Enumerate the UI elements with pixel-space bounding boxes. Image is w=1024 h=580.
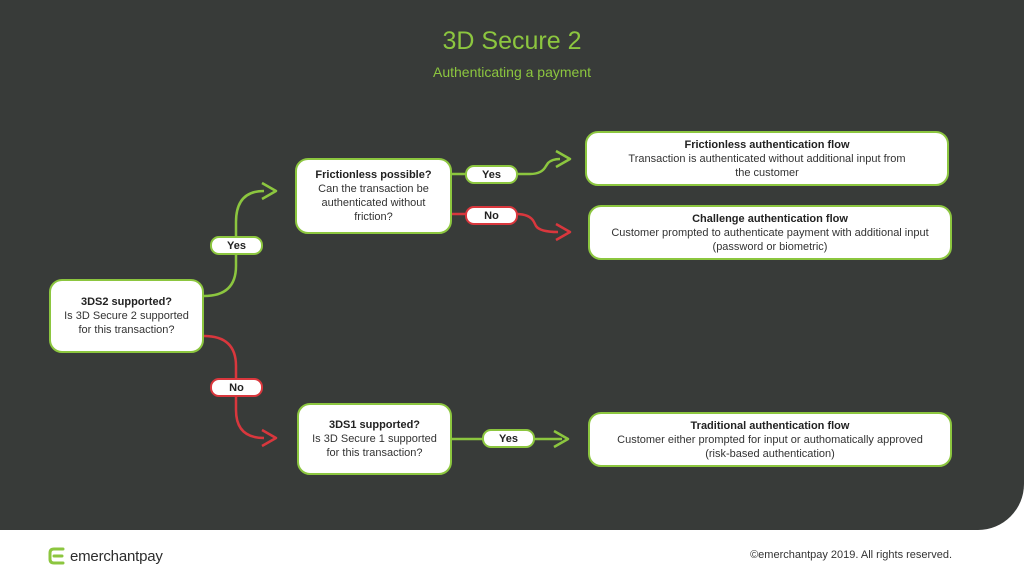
edge-frictionless-no [452, 212, 559, 234]
arrow-start-no-icon [261, 428, 278, 448]
decision-3ds1-supported: 3DS1 supported? Is 3D Secure 1 supported… [297, 403, 452, 475]
decision-3ds2-supported: 3DS2 supported? Is 3D Secure 2 supported… [49, 279, 204, 353]
decision-frictionless-text: Can the transaction be authenticated wit… [318, 183, 429, 223]
traditional-flow-text: Customer either prompted for input or au… [617, 433, 923, 460]
emerchantpay-logo-icon [48, 547, 65, 565]
label-no-frictionless: No [465, 206, 518, 225]
label-yes-frictionless: Yes [465, 165, 518, 184]
frictionless-flow-text: Transaction is authenticated without add… [628, 152, 906, 179]
decision-frictionless-heading: Frictionless possible? [315, 169, 432, 181]
page-title: 3D Secure 2 [442, 27, 582, 55]
challenge-flow-text: Customer prompted to authenticate paymen… [611, 226, 929, 253]
arrow-threeds1-yes-icon [553, 429, 570, 449]
label-yes-3ds1: Yes [482, 429, 535, 448]
challenge-flow-heading: Challenge authentication flow [692, 212, 848, 225]
arrow-start-yes-icon [261, 181, 278, 201]
arrow-frictionless-yes-icon [555, 149, 572, 169]
diagram-canvas: 3D Secure 2 Authenticating a payment 3DS… [0, 0, 1024, 530]
brand-logo-text: emerchantpay [70, 547, 163, 565]
brand-logo: emerchantpay [48, 545, 163, 567]
page-subtitle: Authenticating a payment [433, 64, 591, 80]
arrow-frictionless-no-icon [555, 222, 572, 242]
outcome-frictionless-flow: Frictionless authentication flow Transac… [585, 131, 949, 186]
decision-3ds2-heading: 3DS2 supported? [80, 296, 173, 308]
decision-frictionless-possible: Frictionless possible? Can the transacti… [295, 158, 452, 234]
decision-3ds2-text: Is 3D Secure 2 supported for this transa… [64, 310, 189, 336]
label-no-3ds2: No [210, 378, 263, 397]
frictionless-flow-heading: Frictionless authentication flow [684, 138, 850, 151]
outcome-challenge-flow: Challenge authentication flow Customer p… [588, 205, 952, 260]
copyright-notice: ©emerchantpay 2019. All rights reserved. [750, 549, 952, 561]
decision-3ds1-heading: 3DS1 supported? [328, 419, 421, 431]
traditional-flow-heading: Traditional authentication flow [690, 419, 850, 432]
outcome-traditional-flow: Traditional authentication flow Customer… [588, 412, 952, 467]
decision-3ds1-text: Is 3D Secure 1 supported for this transa… [312, 433, 437, 459]
label-yes-3ds2: Yes [210, 236, 263, 255]
edge-frictionless-yes [452, 157, 561, 176]
